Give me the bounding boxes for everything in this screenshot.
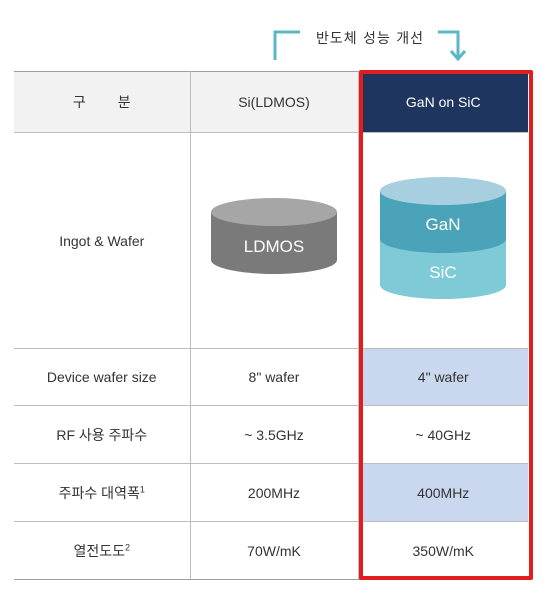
table-row: 열전도도2 70W/mK 350W/mK — [14, 521, 528, 580]
performance-callout: 반도체 성능 개선 — [270, 22, 470, 67]
gan-value: 400MHz — [357, 463, 528, 522]
sic-label: SiC — [430, 263, 457, 282]
ingot-row: Ingot & Wafer LDMOS GaN SiC — [14, 132, 528, 349]
footnote-mark: 1 — [139, 483, 145, 494]
table-row: Device wafer size 8" wafer 4" wafer — [14, 348, 528, 406]
callout-arrow-icon — [273, 30, 467, 62]
ldmos-label: LDMOS — [244, 237, 304, 256]
header-category: 구 분 — [14, 71, 191, 133]
callout-text: 반도체 성능 개선 — [315, 31, 425, 47]
gan-sic-ingot-cell: GaN SiC — [357, 132, 528, 349]
header-si: Si(LDMOS) — [189, 71, 359, 133]
si-value: ~ 3.5GHz — [189, 405, 359, 464]
gan-value: 350W/mK — [357, 521, 528, 580]
ldmos-ingot-cell: LDMOS — [189, 132, 359, 349]
footnote-mark: 2 — [125, 541, 131, 552]
comparison-table: 구 분 Si(LDMOS) GaN on SiC Ingot & Wafer L… — [14, 71, 528, 580]
row-label: 주파수 대역폭1 — [14, 463, 191, 522]
row-label: Device wafer size — [14, 348, 191, 406]
row-label-ingot: Ingot & Wafer — [14, 132, 191, 349]
gan-label: GaN — [426, 215, 461, 234]
gan-highlight-frame — [359, 70, 533, 580]
row-label: 열전도도2 — [14, 521, 191, 580]
gan-sic-cylinder-icon: GaN SiC — [380, 177, 507, 299]
si-value: 200MHz — [189, 463, 359, 522]
header-gan-on-sic: GaN on SiC — [357, 71, 528, 133]
header-row: 구 분 Si(LDMOS) GaN on SiC — [14, 71, 528, 133]
ldmos-cylinder-icon: LDMOS — [211, 198, 337, 274]
si-value: 70W/mK — [189, 521, 359, 580]
si-value: 8" wafer — [189, 348, 359, 406]
gan-value: ~ 40GHz — [357, 405, 528, 464]
row-label: RF 사용 주파수 — [14, 405, 191, 464]
gan-value: 4" wafer — [357, 348, 528, 406]
table-row: 주파수 대역폭1 200MHz 400MHz — [14, 463, 528, 522]
